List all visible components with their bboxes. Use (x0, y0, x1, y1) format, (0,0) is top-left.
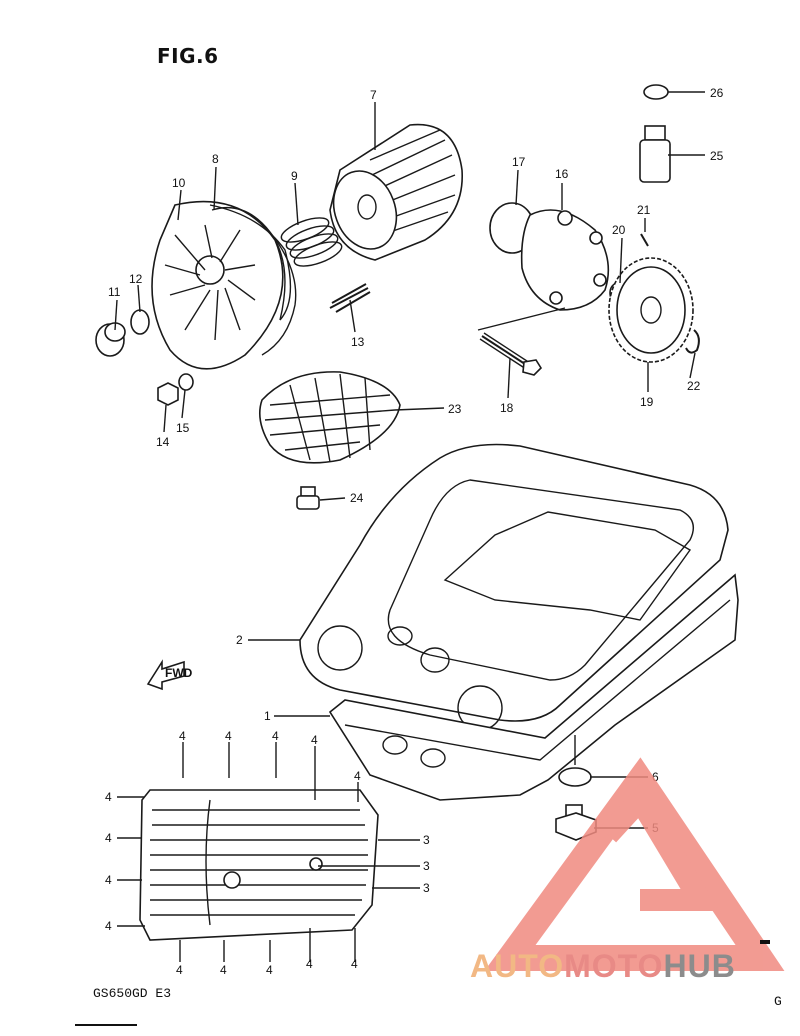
edge-mark (760, 940, 770, 944)
callout-13: 13 (351, 335, 365, 349)
callout-26: 26 (710, 86, 724, 100)
callout-3: 3 (423, 833, 430, 847)
bottom-rule (75, 1024, 137, 1026)
part-15-washer (178, 373, 194, 391)
callout-25: 25 (710, 149, 724, 163)
callout-18: 18 (500, 401, 514, 415)
watermark-word-1: AUTO (470, 948, 565, 984)
callout-2: 2 (236, 633, 243, 647)
part-25-valve (639, 125, 671, 183)
callout-8: 8 (212, 152, 219, 166)
callout-labels: 7 8 9 10 11 12 13 14 15 23 24 17 16 18 2… (105, 86, 724, 977)
part-18-bolt (479, 332, 543, 376)
callout-4: 4 (220, 963, 227, 977)
callout-4: 4 (351, 957, 358, 971)
callout-17: 17 (512, 155, 526, 169)
part-13-pin (329, 283, 371, 313)
callout-23: 23 (448, 402, 462, 416)
callout-4: 4 (105, 790, 112, 804)
part-26-o-ring (643, 84, 669, 100)
callout-4: 4 (105, 919, 112, 933)
part-10-filter-cap (151, 200, 292, 370)
callout-24: 24 (350, 491, 364, 505)
figure-title: FIG.6 (157, 44, 219, 68)
callout-11: 11 (108, 285, 121, 299)
callout-12: 12 (129, 272, 143, 286)
callout-7: 7 (370, 88, 377, 102)
callout-4: 4 (179, 729, 186, 743)
callout-4: 4 (105, 831, 112, 845)
callout-4: 4 (225, 729, 232, 743)
part-14-nut (157, 382, 179, 406)
part-22-circlip (685, 329, 700, 354)
callout-16: 16 (555, 167, 569, 181)
callout-3: 3 (423, 881, 430, 895)
part-2-pan-gasket (299, 443, 729, 731)
part-24-bolt (296, 486, 320, 510)
part-12-o-ring (130, 309, 150, 335)
watermark-text: AUTOMOTOHUB (470, 948, 800, 988)
callout-21: 21 (637, 203, 651, 217)
callout-22: 22 (687, 379, 701, 393)
direction-marker: FWD (165, 666, 193, 680)
callout-4: 4 (354, 769, 361, 783)
part-16-oil-pump (520, 209, 610, 311)
edge-code: G (774, 994, 782, 1009)
watermark-word-2: MOTO (564, 948, 664, 984)
part-19-gear (608, 257, 694, 363)
model-code: GS650GD E3 (93, 986, 172, 1001)
callout-1: 1 (264, 709, 271, 723)
callout-4: 4 (176, 963, 183, 977)
direction-arrow (146, 659, 185, 691)
oil-pan-cover (139, 789, 379, 941)
part-9-spring (280, 217, 343, 267)
part-6-gasket (558, 767, 592, 787)
callout-4: 4 (311, 733, 318, 747)
callout-14: 14 (156, 435, 170, 449)
watermark-logo (484, 757, 785, 971)
callout-20: 20 (612, 223, 626, 237)
callout-3: 3 (423, 859, 430, 873)
part-21-pin (640, 233, 649, 247)
callout-4: 4 (272, 729, 279, 743)
watermark-word-3: HUB (663, 948, 736, 984)
callout-10: 10 (172, 176, 186, 190)
part-1-oil-pan (328, 573, 739, 801)
callout-19: 19 (640, 395, 654, 409)
callout-4: 4 (266, 963, 273, 977)
part-1-pan-cavity (443, 511, 692, 621)
callout-4: 4 (105, 873, 112, 887)
part-16-leader (477, 307, 566, 331)
part-23-strainer (259, 371, 401, 464)
part-11-plug (95, 322, 126, 357)
callout-9: 9 (291, 169, 298, 183)
part-7-oil-filter (329, 123, 463, 261)
callout-15: 15 (176, 421, 190, 435)
part-8-gasket (211, 206, 297, 356)
callout-6: 6 (652, 770, 659, 784)
callout-4: 4 (306, 957, 313, 971)
